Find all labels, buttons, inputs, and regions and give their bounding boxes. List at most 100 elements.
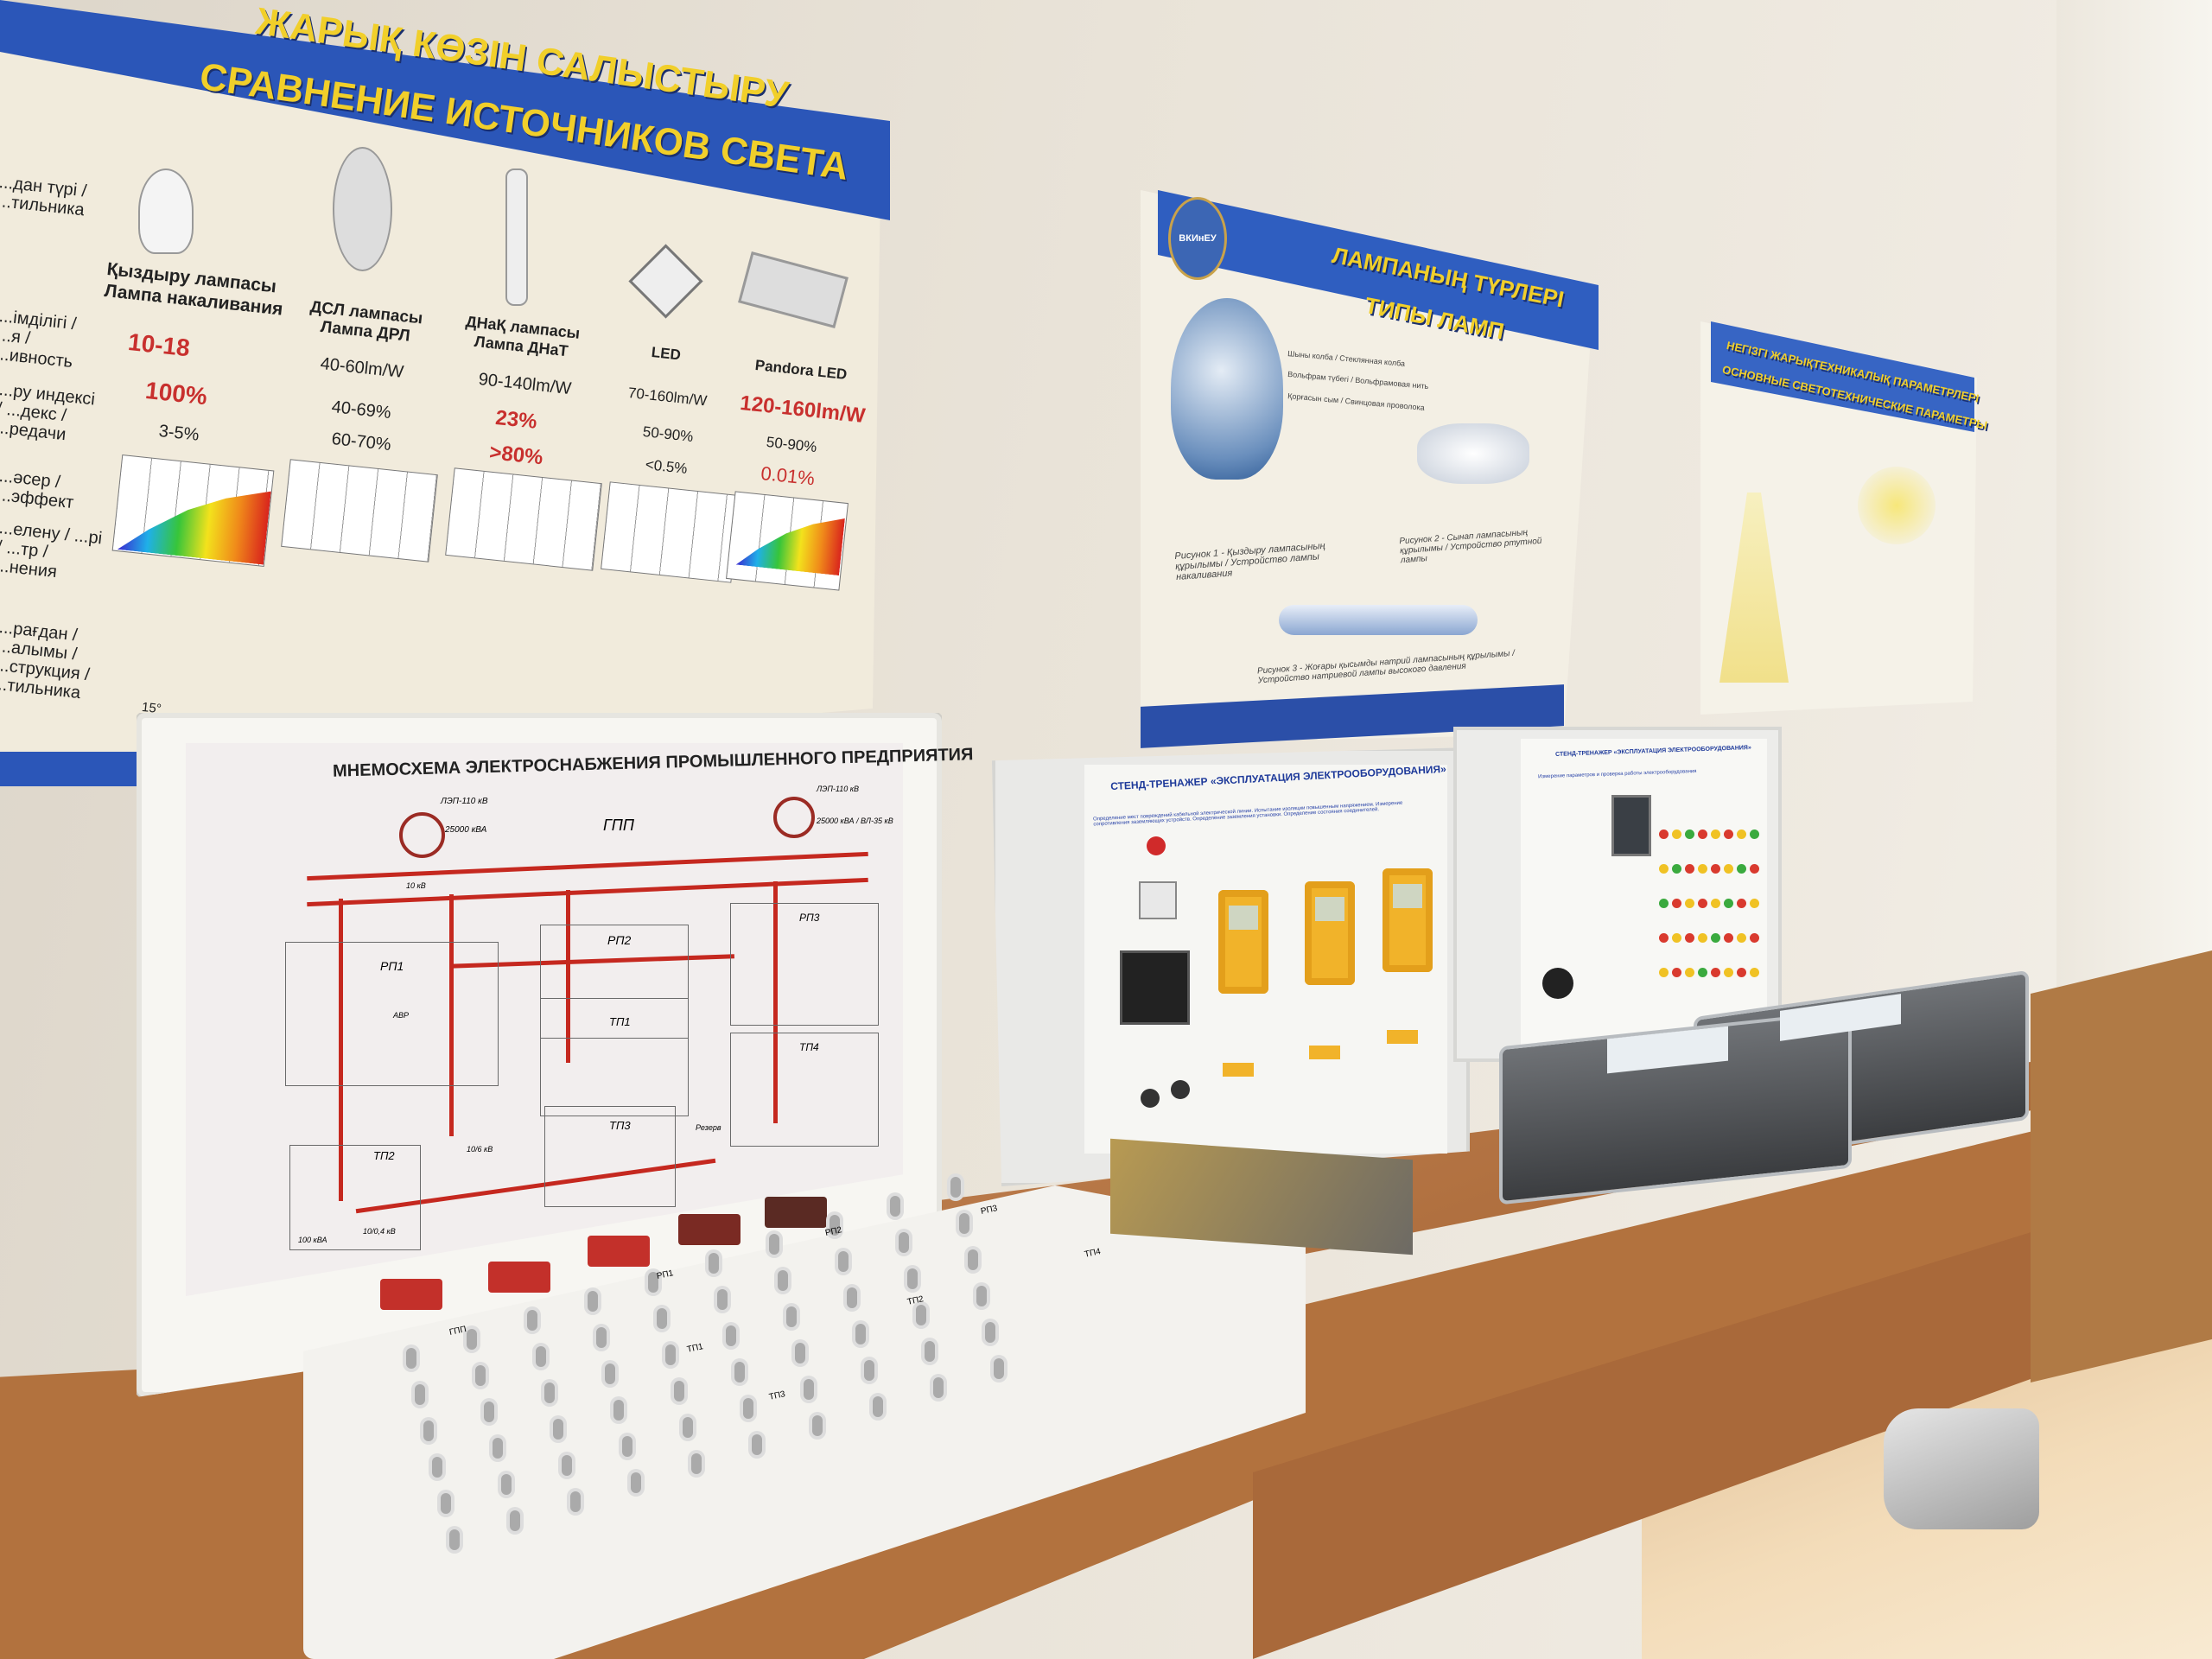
toggle-switch[interactable] <box>778 1270 788 1291</box>
toggle-switch[interactable] <box>709 1253 719 1274</box>
digital-meter <box>1218 890 1268 994</box>
toggle-switch[interactable] <box>950 1177 961 1198</box>
transformer-symbol <box>773 797 815 838</box>
terminal-block[interactable] <box>1223 1063 1254 1077</box>
indicator-lamp <box>1750 933 1759 943</box>
toggle-switch[interactable] <box>484 1402 494 1422</box>
toggle-switch[interactable] <box>423 1421 434 1441</box>
connector-button[interactable] <box>588 1236 650 1267</box>
indicator-lamp <box>1750 968 1759 977</box>
toggle-switch[interactable] <box>657 1308 667 1329</box>
feeder-line <box>566 890 570 1063</box>
circuit-breaker[interactable] <box>1139 881 1177 919</box>
toggle-switch[interactable] <box>510 1510 520 1531</box>
rating-label: 10/6 кВ <box>467 1145 493 1154</box>
toggle-switch[interactable] <box>406 1348 416 1369</box>
toggle-switch[interactable] <box>838 1251 849 1272</box>
indicator-lamp <box>1724 968 1733 977</box>
toggle-switch[interactable] <box>752 1434 762 1455</box>
toggle-switch[interactable] <box>449 1529 460 1550</box>
toggle-switch[interactable] <box>726 1325 736 1346</box>
line-label: ЛЭП-110 кВ <box>441 797 488 806</box>
feeder-line <box>339 899 343 1201</box>
toggle-switch[interactable] <box>976 1286 987 1306</box>
toggle-switch[interactable] <box>527 1310 537 1331</box>
rotary-knob[interactable] <box>1171 1080 1190 1099</box>
connector-button[interactable] <box>488 1262 550 1293</box>
connector-button[interactable] <box>765 1197 827 1228</box>
toggle-switch[interactable] <box>605 1363 615 1384</box>
indicator-lamp <box>1698 933 1707 943</box>
terminal-block[interactable] <box>1387 1030 1418 1044</box>
toggle-switch[interactable] <box>985 1322 995 1343</box>
toggle-switch[interactable] <box>907 1268 918 1289</box>
toggle-switch[interactable] <box>596 1327 607 1348</box>
rating-label: Резерв <box>696 1123 721 1132</box>
toggle-switch[interactable] <box>717 1289 728 1310</box>
connector-button[interactable] <box>678 1214 741 1245</box>
indicator-lamp <box>1685 830 1694 839</box>
toggle-switch[interactable] <box>925 1341 935 1362</box>
toggle-switch[interactable] <box>415 1384 425 1405</box>
toggle-switch[interactable] <box>648 1272 658 1293</box>
indicator-lamp <box>1737 968 1746 977</box>
toggle-switch[interactable] <box>855 1324 866 1344</box>
section-tp3 <box>544 1106 676 1207</box>
toggle-switch[interactable] <box>899 1232 909 1253</box>
toggle-switch[interactable] <box>795 1343 805 1363</box>
toggle-switch[interactable] <box>812 1415 823 1436</box>
toggle-switch[interactable] <box>553 1419 563 1440</box>
terminal-block[interactable] <box>1309 1046 1340 1059</box>
indicator-lamp <box>1737 899 1746 908</box>
toggle-switch[interactable] <box>475 1365 486 1386</box>
toggle-switch[interactable] <box>441 1493 451 1514</box>
toggle-switch[interactable] <box>665 1344 676 1365</box>
toggle-switch[interactable] <box>501 1474 512 1495</box>
toggle-switch[interactable] <box>683 1417 693 1438</box>
emergency-stop-button[interactable] <box>1147 836 1166 855</box>
toggle-switch[interactable] <box>804 1379 814 1400</box>
selector-knob[interactable] <box>1542 968 1573 999</box>
toggle-switch[interactable] <box>968 1249 978 1270</box>
toggle-switch[interactable] <box>493 1438 503 1459</box>
toggle-switch[interactable] <box>536 1346 546 1367</box>
toggle-switch[interactable] <box>588 1291 598 1312</box>
lamp-name-ru: LED <box>651 344 682 364</box>
toggle-switch[interactable] <box>734 1362 745 1382</box>
toggle-switch[interactable] <box>544 1382 555 1403</box>
toggle-switch[interactable] <box>562 1455 572 1476</box>
indicator-lamp <box>1672 968 1681 977</box>
toggle-switch[interactable] <box>786 1306 797 1327</box>
cabinet <box>2031 950 2212 1382</box>
indicator-lamp <box>1698 899 1707 908</box>
toggle-switch[interactable] <box>864 1360 874 1381</box>
toggle-switch[interactable] <box>743 1398 753 1419</box>
toggle-switch[interactable] <box>691 1453 702 1474</box>
toggle-switch[interactable] <box>933 1377 944 1398</box>
toggle-switch[interactable] <box>830 1215 840 1236</box>
toggle-switch[interactable] <box>769 1234 779 1255</box>
toggle-switch[interactable] <box>916 1305 926 1325</box>
section-label: ТП2 <box>373 1149 395 1162</box>
toggle-switch[interactable] <box>847 1287 857 1308</box>
indicator-lamp <box>1672 899 1681 908</box>
section-label: ТП3 <box>609 1119 631 1132</box>
drl-bulb-icon <box>333 147 392 271</box>
toggle-switch[interactable] <box>432 1457 442 1478</box>
section-tp4 <box>730 1033 879 1147</box>
toggle-switch[interactable] <box>890 1196 900 1217</box>
rotary-knob[interactable] <box>1141 1089 1160 1108</box>
toggle-switch[interactable] <box>994 1358 1004 1379</box>
toggle-switch[interactable] <box>873 1396 883 1417</box>
toggle-switch[interactable] <box>570 1491 581 1512</box>
section-label: РП3 <box>799 912 820 924</box>
indicator-lamp <box>1685 864 1694 874</box>
toggle-switch[interactable] <box>622 1436 632 1457</box>
toggle-switch[interactable] <box>467 1329 477 1350</box>
toggle-switch[interactable] <box>674 1381 684 1402</box>
digital-meter <box>1305 881 1355 985</box>
toggle-switch[interactable] <box>613 1400 624 1421</box>
toggle-switch[interactable] <box>959 1213 969 1234</box>
toggle-switch[interactable] <box>631 1472 641 1493</box>
connector-button[interactable] <box>380 1279 442 1310</box>
